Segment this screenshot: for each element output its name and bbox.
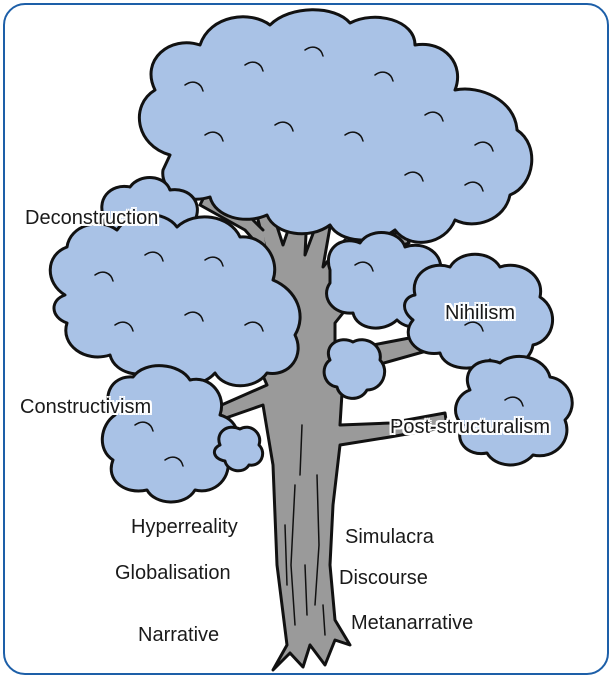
label-hyperreality: Hyperreality bbox=[131, 517, 238, 537]
label-post-structuralism: Post-structuralism bbox=[390, 417, 550, 437]
label-deconstruction: Deconstruction bbox=[25, 208, 158, 228]
label-simulacra: Simulacra bbox=[345, 527, 434, 547]
label-discourse: Discourse bbox=[339, 568, 428, 588]
diagram-frame: Deconstruction Nihilism Constructivism P… bbox=[3, 3, 609, 675]
label-constructivism: Constructivism bbox=[20, 397, 151, 417]
label-globalisation: Globalisation bbox=[115, 563, 231, 583]
label-narrative: Narrative bbox=[138, 625, 219, 645]
label-nihilism: Nihilism bbox=[445, 303, 515, 323]
label-metanarrative: Metanarrative bbox=[351, 613, 473, 633]
tree-illustration bbox=[5, 5, 609, 675]
